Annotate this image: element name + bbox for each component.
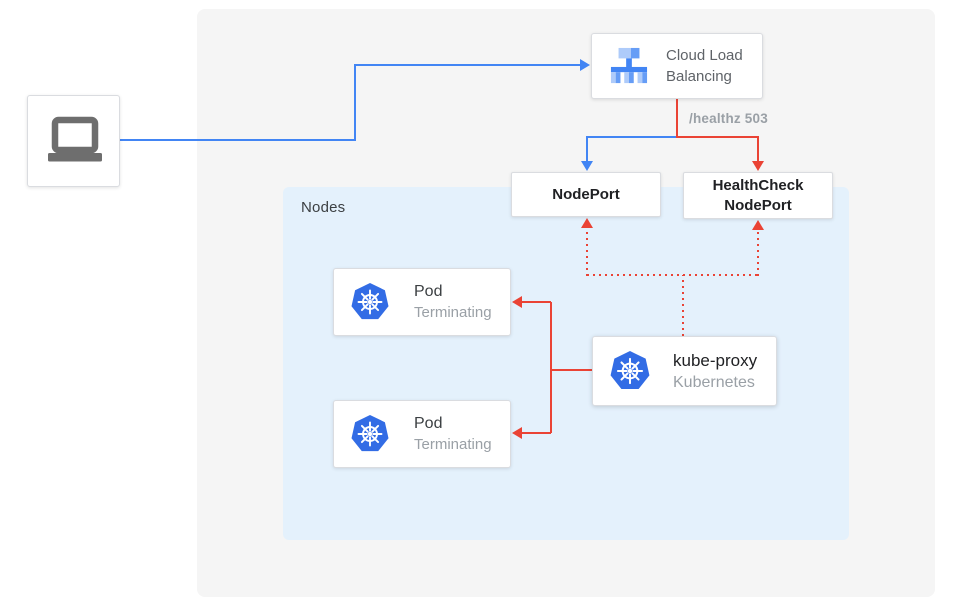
healthcheck-nodeport-label: HealthCheck NodePort [713, 176, 804, 216]
nodes-panel-label: Nodes [301, 199, 346, 216]
healthz-status-label: /healthz 503 [689, 111, 768, 126]
kubernetes-icon [350, 282, 390, 322]
kubeproxy-to-pod2-arrowhead [512, 427, 522, 439]
dotted-healthcheck-arrowhead [752, 220, 764, 230]
cloud-load-balancing-node: Cloud Load Balancing [591, 33, 763, 99]
client-node [27, 95, 120, 187]
dotted-nodeport-arrowhead [581, 218, 593, 228]
pod-1-title: Pod [414, 283, 443, 300]
cloud-load-balancing-label-line1: Cloud Load [666, 47, 743, 64]
pod-2-title: Pod [414, 415, 443, 432]
lb-to-healthcheck-line [676, 99, 759, 162]
healthcheck-nodeport-label-line1: HealthCheck [712, 176, 804, 194]
kubeproxy-to-pod1-arrowhead [512, 296, 522, 308]
pod-2-labels: Pod Terminating [414, 413, 492, 455]
kubeproxy-to-pods-line [522, 301, 592, 434]
laptop-icon [47, 116, 102, 162]
kubernetes-icon [609, 350, 651, 392]
pod-1-status: Terminating [414, 304, 492, 321]
cloud-load-balancing-label: Cloud Load Balancing [666, 45, 743, 87]
lb-to-healthcheck-arrowhead [752, 161, 764, 171]
lb-to-nodeport-arrowhead [581, 161, 593, 171]
pod-1-labels: Pod Terminating [414, 281, 492, 323]
nodeport-node: NodePort [511, 172, 661, 217]
client-to-lb-arrowhead [580, 59, 590, 71]
kube-proxy-title: kube-proxy [673, 351, 758, 370]
healthcheck-nodeport-label-line2: NodePort [724, 196, 792, 214]
pod-2-status: Terminating [414, 436, 492, 453]
cloud-load-balancing-icon [610, 47, 648, 84]
lb-to-nodeport-line [586, 136, 676, 162]
kube-proxy-subtitle: Kubernetes [673, 374, 755, 391]
kube-proxy-node: kube-proxy Kubernetes [592, 336, 777, 406]
nodeport-label: NodePort [552, 186, 620, 203]
pod-node-1: Pod Terminating [333, 268, 511, 336]
cloud-load-balancing-label-line2: Balancing [666, 68, 732, 85]
healthcheck-nodeport-node: HealthCheck NodePort [683, 172, 833, 219]
pod-node-2: Pod Terminating [333, 400, 511, 468]
kube-proxy-labels: kube-proxy Kubernetes [673, 349, 757, 393]
client-to-lb-line [120, 64, 580, 141]
kubernetes-icon [350, 414, 390, 454]
